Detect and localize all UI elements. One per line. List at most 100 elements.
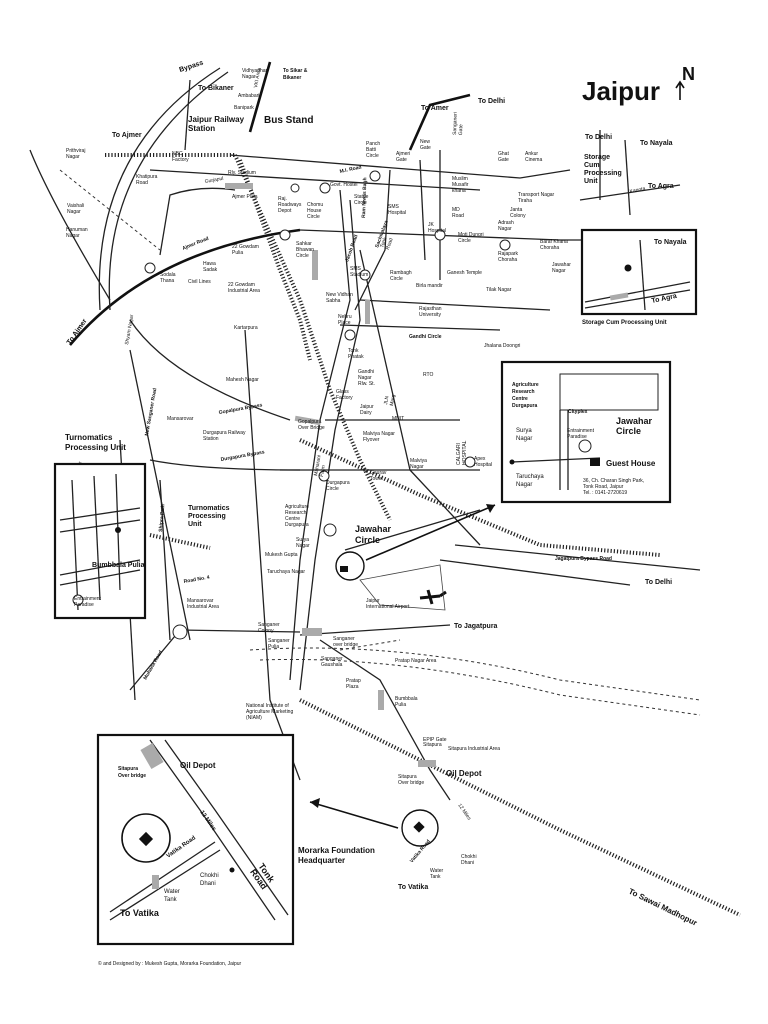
roundabout-marker (344, 329, 356, 341)
inset-guest-house: Guest House (606, 459, 656, 468)
bridges (225, 183, 436, 767)
place-label: Rly. Stadium (228, 170, 256, 176)
place-label: Tilak Nagar (486, 287, 512, 293)
to-nayala-label: To Nayala (640, 140, 673, 147)
bus-stand-label: Bus Stand (264, 115, 313, 126)
place-label: Ajmer Pulia (232, 194, 258, 200)
place-label: Mansarovar (167, 416, 194, 422)
bridge-marker (365, 300, 370, 324)
place-label: Shyam Nagar (124, 314, 135, 345)
hq-building-icon (138, 831, 154, 847)
bridge-marker (294, 415, 322, 426)
hq-markers (309, 504, 496, 847)
north-arrow-icon (675, 80, 685, 100)
roundabout-marker (172, 624, 188, 640)
place-label: Kartarpura (234, 325, 258, 331)
roundabout-marker (318, 470, 330, 482)
bridge-marker (378, 690, 384, 710)
title-text: Jaipur (582, 76, 660, 106)
place-label: Muhana Road (143, 650, 165, 681)
place-label: 12 Miles (456, 803, 472, 822)
to-delhi-top-label: To Delhi (478, 98, 505, 105)
place-label: Mukesh Gupta (265, 552, 298, 558)
place-label: MNIT (392, 416, 404, 422)
to-jagatpura-label: To Jagatpura (454, 623, 498, 630)
to-agra-label: To Agra (648, 183, 674, 190)
bridge-marker (312, 250, 318, 280)
to-delhi-bottom-label: To Delhi (645, 579, 672, 586)
roundabout-marker (323, 523, 337, 537)
bridge-marker (418, 760, 436, 767)
roundabout-marker (434, 229, 446, 241)
to-delhi-right-label: To Delhi (585, 134, 612, 141)
roundabout-marker (369, 170, 381, 182)
place-label: Gandhi Circle (409, 334, 442, 340)
storage-unit-icon (624, 264, 632, 272)
storage-caption: Storage Cum Processing Unit (582, 320, 667, 326)
place-label: Sitapura Industrial Area (448, 746, 500, 752)
place-label: Taruchaya Nagar (267, 569, 305, 575)
inset-oil: Oil Depot (180, 761, 216, 770)
place-label: Govt. Hostel (330, 182, 358, 188)
place-label: Sitapura (423, 742, 442, 748)
roundabout-marker (279, 229, 291, 241)
to-sawai-label: To Sawai Madhopur (627, 887, 698, 928)
roundabout-marker (290, 183, 300, 193)
bridge-marker (225, 183, 253, 189)
place-label: Jhalana Doongri (484, 343, 520, 349)
inset-storage: To Nayala To Agra (580, 228, 698, 316)
airport-icon (419, 589, 447, 605)
to-amer-label: To Amer (421, 105, 449, 112)
place-label: New Sanganer Road (144, 388, 158, 437)
place-label: CALGARIHOSPITAL (456, 440, 468, 465)
place-label: Ajmer Road (182, 236, 210, 252)
place-label: SanganeriGate (452, 112, 465, 135)
inset-vatika: To Vatika (120, 908, 160, 918)
place-label: Ram Niwas Bagh (361, 177, 368, 218)
place-label: MaharaniFarm (313, 455, 328, 478)
place-label: RTO (423, 372, 433, 378)
roundabout-marker (319, 182, 331, 194)
inset-address: 36, Ch. Charan Singh Park,Tonk Road, Jai… (583, 478, 644, 496)
place-label: Ambabari (238, 93, 259, 99)
oil-depot-label: Oil Depot (446, 769, 482, 778)
airport-boundary (359, 564, 446, 611)
